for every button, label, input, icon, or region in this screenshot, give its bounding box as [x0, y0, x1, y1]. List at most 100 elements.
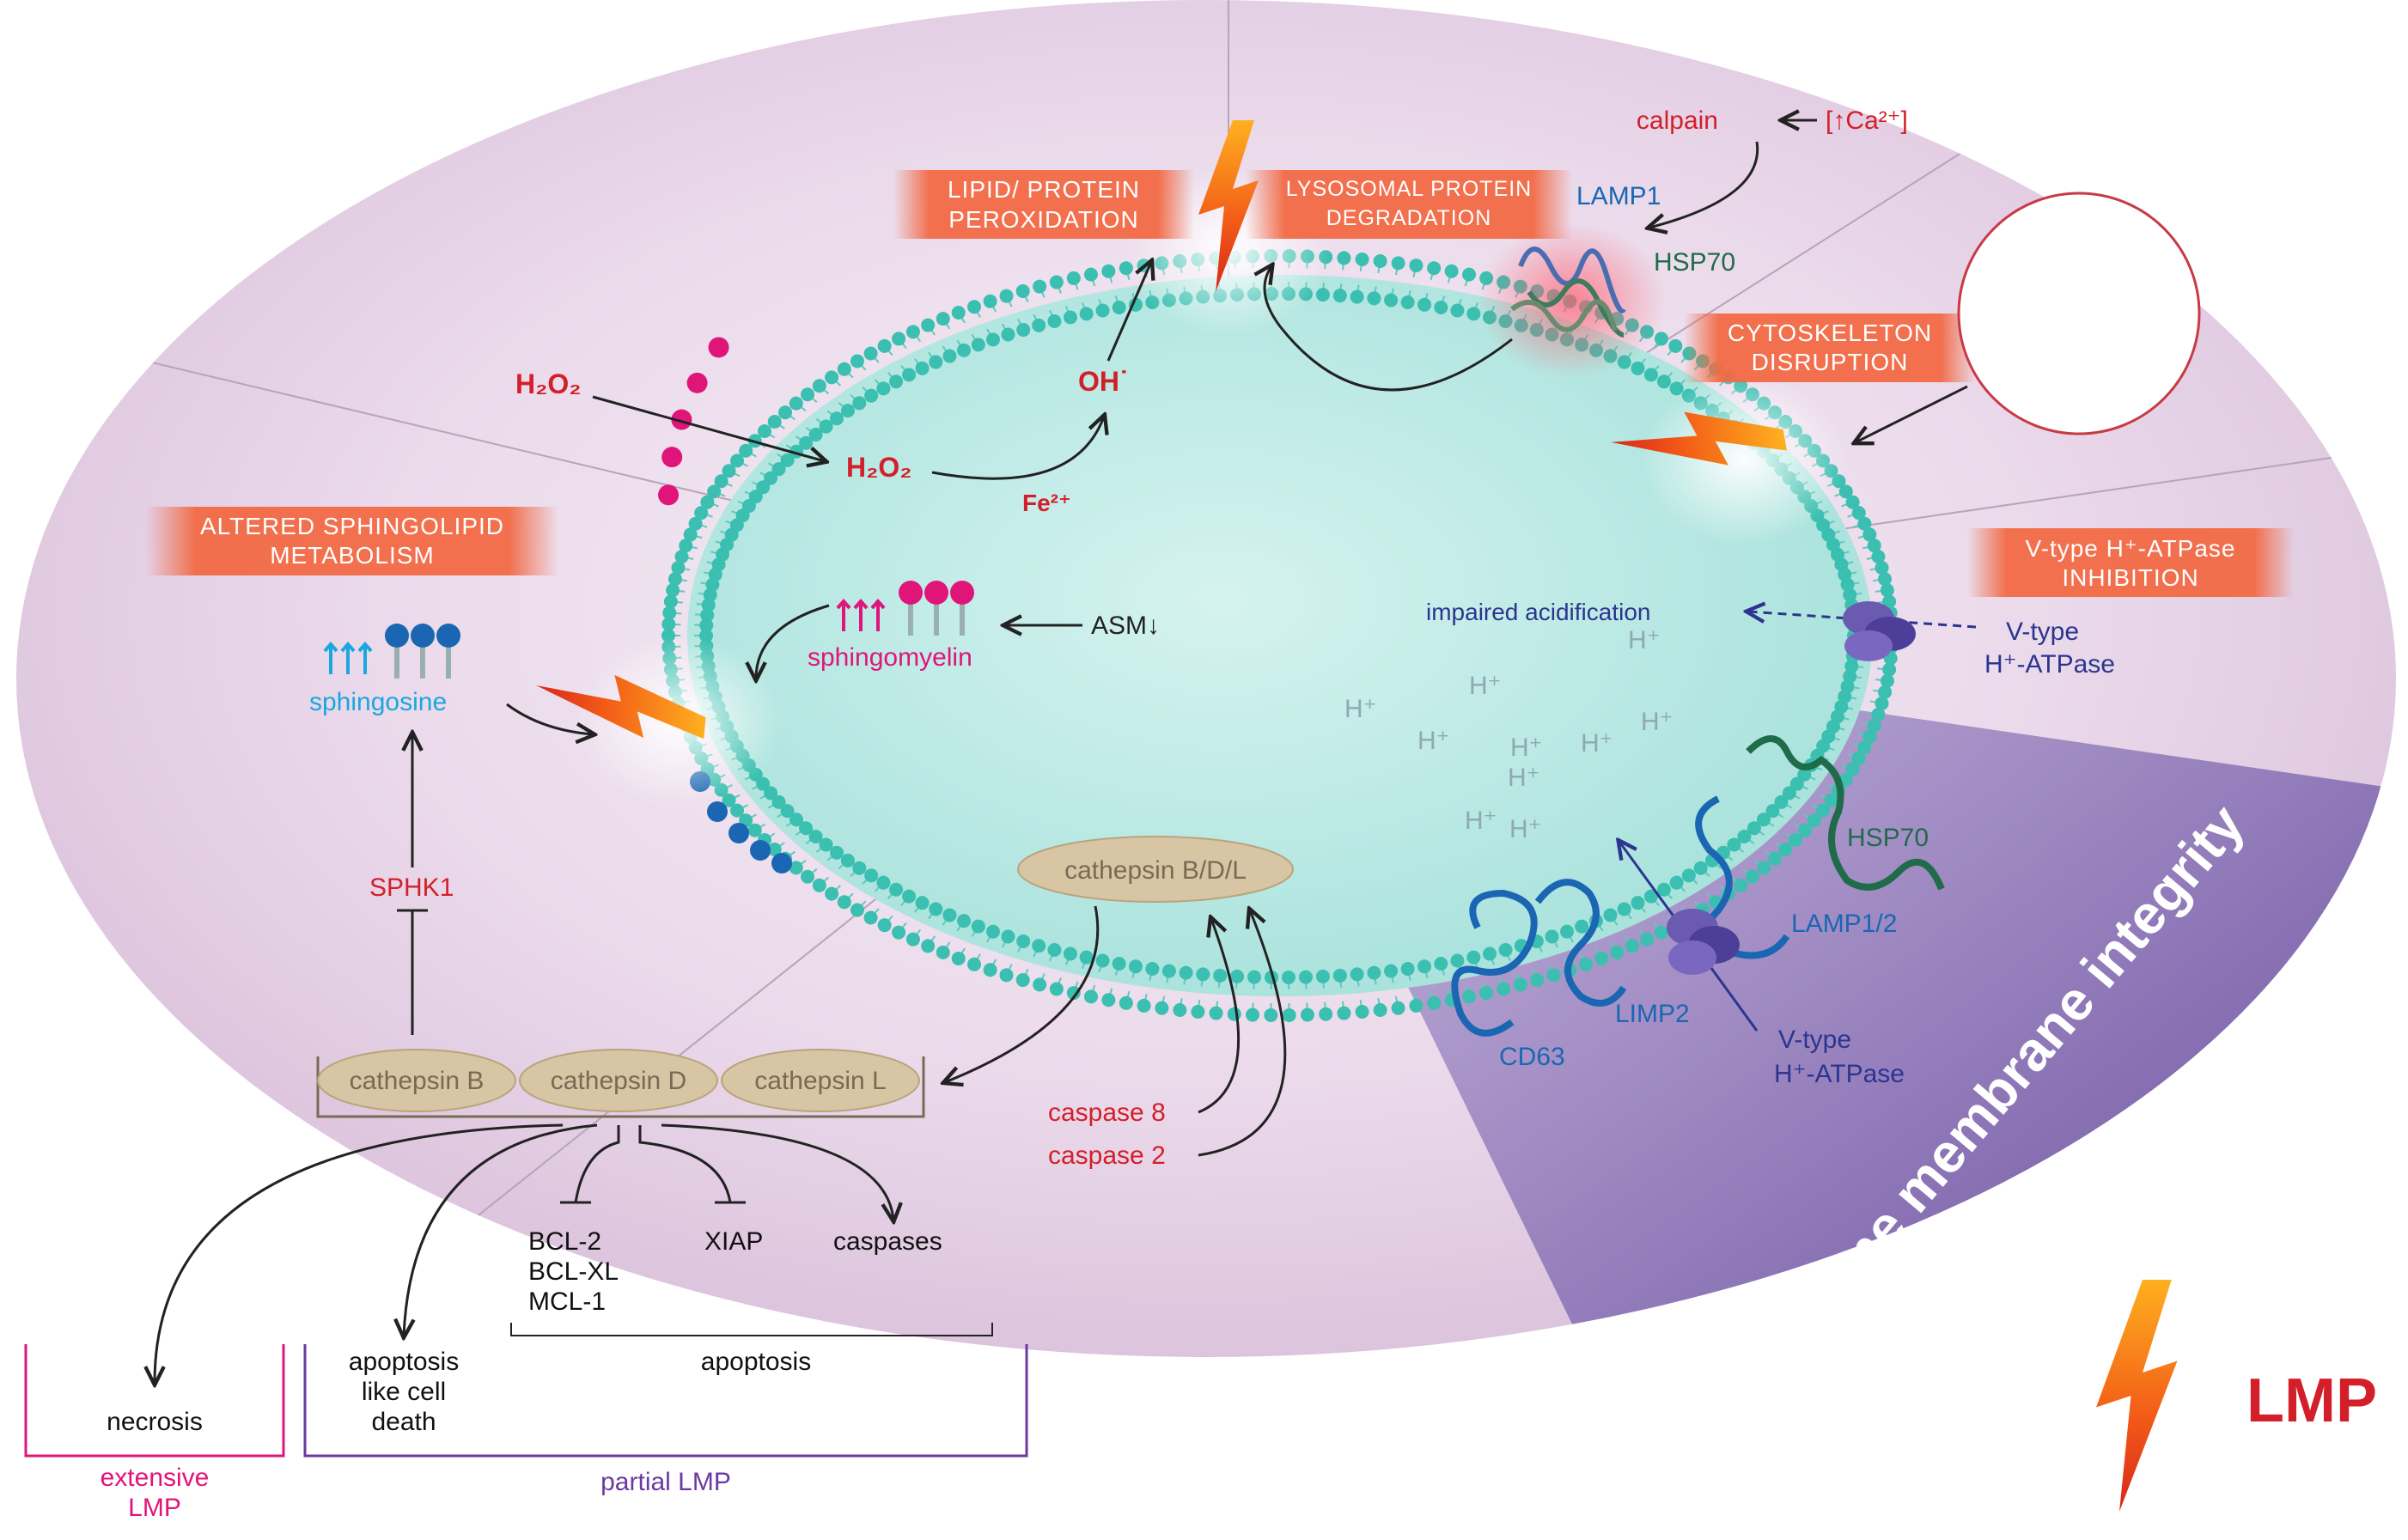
- lipid-head: [1401, 295, 1415, 309]
- proton-label: H⁺: [1465, 807, 1497, 835]
- lipid-head: [1333, 969, 1347, 983]
- limp2-label: LIMP2: [1615, 1000, 1690, 1028]
- lipid-head: [1247, 971, 1261, 984]
- lamp1-label: LAMP1: [1576, 182, 1661, 210]
- lipid-head: [1316, 970, 1330, 983]
- lipid-head: [830, 411, 844, 425]
- lmp-label: LMP: [2246, 1367, 2377, 1435]
- lipid-head: [1434, 301, 1448, 314]
- oh-radical-label: OH˙: [1078, 366, 1129, 397]
- lipid-head: [952, 306, 966, 320]
- sphk1-label: SPHK1: [369, 873, 454, 902]
- lipid-head: [758, 424, 771, 438]
- lipid-head: [889, 374, 903, 388]
- lipid-head: [841, 854, 855, 867]
- lipid-head: [942, 350, 956, 363]
- lipid-head: [972, 920, 985, 934]
- lipid-head: [1417, 298, 1431, 312]
- lipid-head: [1392, 1001, 1405, 1015]
- lipid-head: [906, 325, 920, 338]
- lipid-head: [1604, 908, 1618, 922]
- banner-line: CYTOSKELETON: [1728, 320, 1932, 346]
- lipid-head: [972, 338, 985, 351]
- sphingomyelin-head: [658, 484, 679, 505]
- lipid-head: [957, 914, 971, 928]
- fe-label: Fe²⁺: [1022, 490, 1071, 516]
- lipid-head: [1119, 996, 1133, 1010]
- proton-label: H⁺: [1417, 727, 1450, 755]
- sphingosine-head: [750, 840, 771, 861]
- lipid-head: [984, 963, 997, 977]
- banner-line: METABOLISM: [270, 542, 435, 569]
- banner-line: DISRUPTION: [1752, 349, 1909, 375]
- lipid-head: [1384, 964, 1398, 977]
- sphingosine-label: sphingosine: [309, 688, 447, 716]
- lipid-head: [1000, 968, 1014, 982]
- lipid-head: [1084, 989, 1098, 1003]
- lipid-head: [1162, 964, 1176, 977]
- lipid-head: [1746, 870, 1759, 884]
- bclxl-label: BCL-XL: [528, 1257, 619, 1286]
- proton-label: H⁺: [1510, 733, 1543, 762]
- lipid-head: [892, 926, 905, 940]
- impaired-acidification-label: impaired acidification: [1426, 599, 1650, 625]
- lipid-head: [1367, 291, 1381, 305]
- banner-atpase-inhibition: V-type H⁺-ATPase INHIBITION: [1967, 528, 2294, 597]
- lamp12-label: LAMP1/2: [1791, 910, 1897, 938]
- lipid-head: [1191, 1005, 1204, 1019]
- lipid-head: [1113, 301, 1126, 314]
- lipid-head: [1427, 996, 1441, 1010]
- lipid-head: [1466, 951, 1480, 965]
- banner-peroxidation: LIPID/ PROTEIN PEROXIDATION: [893, 170, 1194, 239]
- lipid-head: [876, 381, 890, 395]
- lamp-glow: [1478, 223, 1667, 378]
- lipid-head: [1462, 268, 1476, 282]
- lipid-head: [1196, 967, 1210, 981]
- cathepsin-bdl-label: cathepsin B/D/L: [1064, 856, 1247, 885]
- lipid-head: [1575, 920, 1588, 934]
- lipid-head: [936, 946, 950, 959]
- lipid-head: [878, 339, 892, 353]
- lipid-head: [1319, 1007, 1332, 1021]
- lipid-head: [1000, 289, 1014, 303]
- lipid-head: [1264, 1008, 1277, 1022]
- proton-label: H⁺: [1641, 708, 1673, 736]
- lipid-head: [967, 300, 981, 313]
- lipid-head: [838, 362, 851, 376]
- vtype-bottom-label-line2: H⁺-ATPase: [1774, 1060, 1905, 1088]
- sphingomyelin-head: [661, 447, 682, 467]
- lipid-head: [1047, 314, 1061, 328]
- lipid-head: [1497, 982, 1510, 995]
- lipid-head: [1392, 256, 1405, 270]
- lipid-head: [892, 332, 905, 345]
- sphingosine-head: [728, 823, 749, 843]
- lipid-head: [778, 405, 792, 419]
- lipid-head: [1560, 925, 1574, 939]
- lipid-head: [957, 344, 971, 357]
- lipid-head: [864, 868, 878, 882]
- caspase2-label: caspase 2: [1048, 1141, 1166, 1170]
- caspase8-label: caspase 8: [1048, 1099, 1166, 1127]
- vtype-bottom-label-line1: V-type: [1778, 1026, 1851, 1054]
- proton-label: H⁺: [1628, 626, 1661, 654]
- lipid-head: [801, 870, 814, 884]
- lipid-head: [1631, 362, 1644, 375]
- banner-sphingolipid: ALTERED SPHINGOLIPID METABOLISM: [146, 507, 558, 575]
- lipid-head: [1230, 970, 1244, 983]
- lysosome-lumen: [687, 275, 1873, 996]
- sphingosine-head: [771, 853, 792, 873]
- lipid-head: [1210, 1007, 1223, 1020]
- proton-label: H⁺: [1469, 672, 1502, 700]
- cathepsin-l-label: cathepsin L: [754, 1067, 886, 1095]
- lipid-head: [1337, 251, 1350, 265]
- h2o2-outer-label: H₂O₂: [515, 368, 581, 399]
- lipid-head: [1545, 929, 1559, 943]
- lipid-head: [1246, 1008, 1259, 1022]
- lipid-head: [1301, 1008, 1314, 1022]
- lipid-head: [1001, 328, 1015, 342]
- lipid-head: [1033, 977, 1046, 991]
- extensive-line1: extensive: [101, 1464, 210, 1492]
- lipid-head: [1016, 973, 1030, 987]
